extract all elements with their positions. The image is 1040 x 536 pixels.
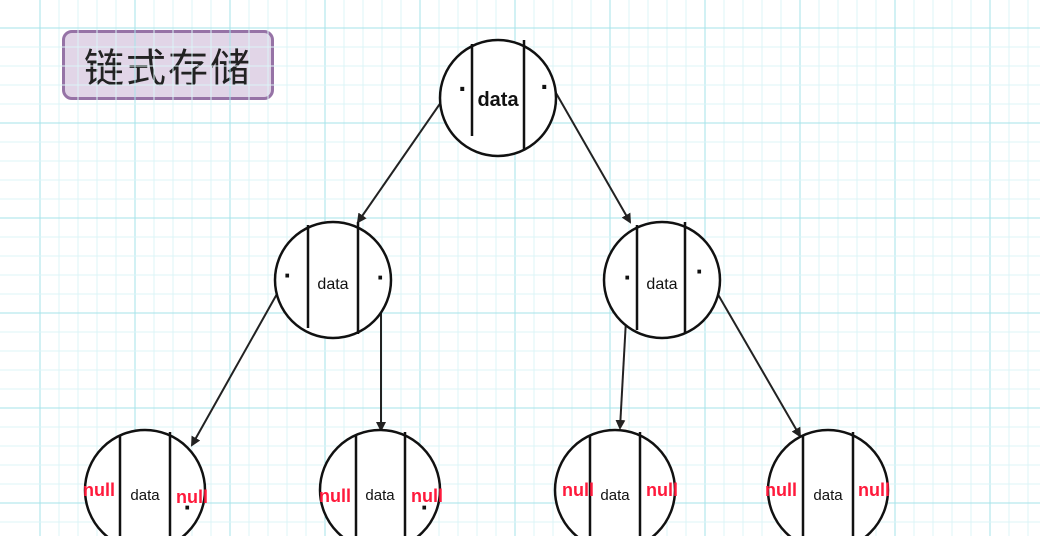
node-data-label: data xyxy=(477,89,519,111)
left-pointer-dot: · xyxy=(624,262,633,292)
tree-node-root: data · · xyxy=(438,38,558,158)
right-null-label: null xyxy=(411,486,443,506)
tree-node-right-child: data · · xyxy=(602,220,722,340)
edge-right-to-leaf4 xyxy=(704,271,802,438)
left-null-label: null xyxy=(319,486,351,506)
node-data-label: data xyxy=(813,487,843,504)
edge-root-to-left xyxy=(356,94,447,224)
edge-left-to-leaf1 xyxy=(191,284,283,447)
left-pointer-dot: · xyxy=(284,260,293,290)
tree-leaf-2: data null null · xyxy=(318,428,443,536)
diagram-title: 链式存储 xyxy=(84,46,252,92)
node-circle xyxy=(766,428,890,536)
node-circle xyxy=(83,428,207,536)
node-data-label: data xyxy=(130,487,160,504)
right-pointer-dot: · xyxy=(377,262,386,292)
right-null-label: null xyxy=(176,487,208,507)
tree-leaf-3: data null null xyxy=(553,428,678,536)
left-null-label: null xyxy=(765,480,797,500)
edge-root-to-right xyxy=(555,92,631,224)
tree-node-left-child: data · · xyxy=(273,220,393,340)
right-null-label: null xyxy=(646,480,678,500)
node-circle xyxy=(438,38,558,158)
node-data-label: data xyxy=(317,276,348,293)
left-null-label: null xyxy=(83,480,115,500)
left-pointer-dot: · xyxy=(458,73,467,104)
pointer-dot: · xyxy=(184,492,193,522)
right-null-label: null xyxy=(858,480,890,500)
node-circle xyxy=(273,220,393,340)
left-null-label: null xyxy=(562,480,594,500)
node-circle xyxy=(553,428,677,536)
node-data-label: data xyxy=(365,487,395,504)
right-pointer-dot: · xyxy=(540,71,549,102)
node-data-label: data xyxy=(646,276,677,293)
tree-leaf-4: data null null xyxy=(765,428,890,536)
pointer-dot: · xyxy=(421,492,430,522)
node-circle xyxy=(602,220,722,340)
right-pointer-dot: · xyxy=(696,256,705,286)
tree-leaf-1: data null null · xyxy=(83,428,208,536)
node-circle xyxy=(318,428,442,536)
node-data-label: data xyxy=(600,487,630,504)
